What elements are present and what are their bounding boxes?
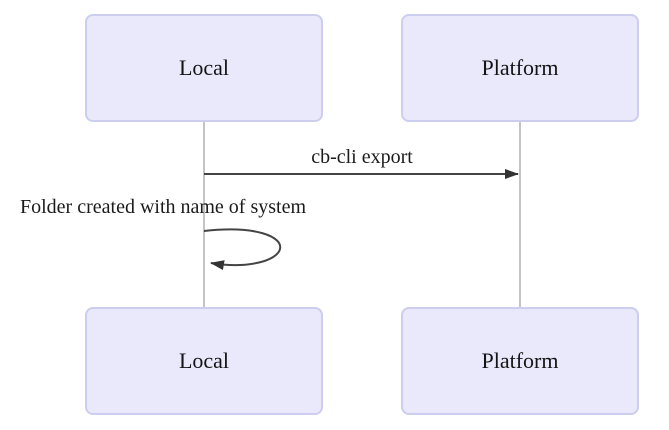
message-label-cb-cli-export: cb-cli export — [311, 146, 413, 168]
self-loop-arrow-local — [203, 228, 282, 271]
actor-box-local-top: Local — [85, 14, 323, 122]
actor-label-local-top: Local — [178, 55, 230, 80]
message-label-folder-created: Folder created with name of system — [20, 196, 307, 218]
actor-box-platform-top: Platform — [401, 14, 639, 122]
actor-box-local-bottom: Local — [85, 307, 323, 415]
actor-label-platform-top: Platform — [481, 55, 559, 80]
actor-label-platform-bottom: Platform — [481, 348, 559, 373]
actor-label-local-bottom: Local — [178, 348, 230, 373]
actor-box-platform-bottom: Platform — [401, 307, 639, 415]
